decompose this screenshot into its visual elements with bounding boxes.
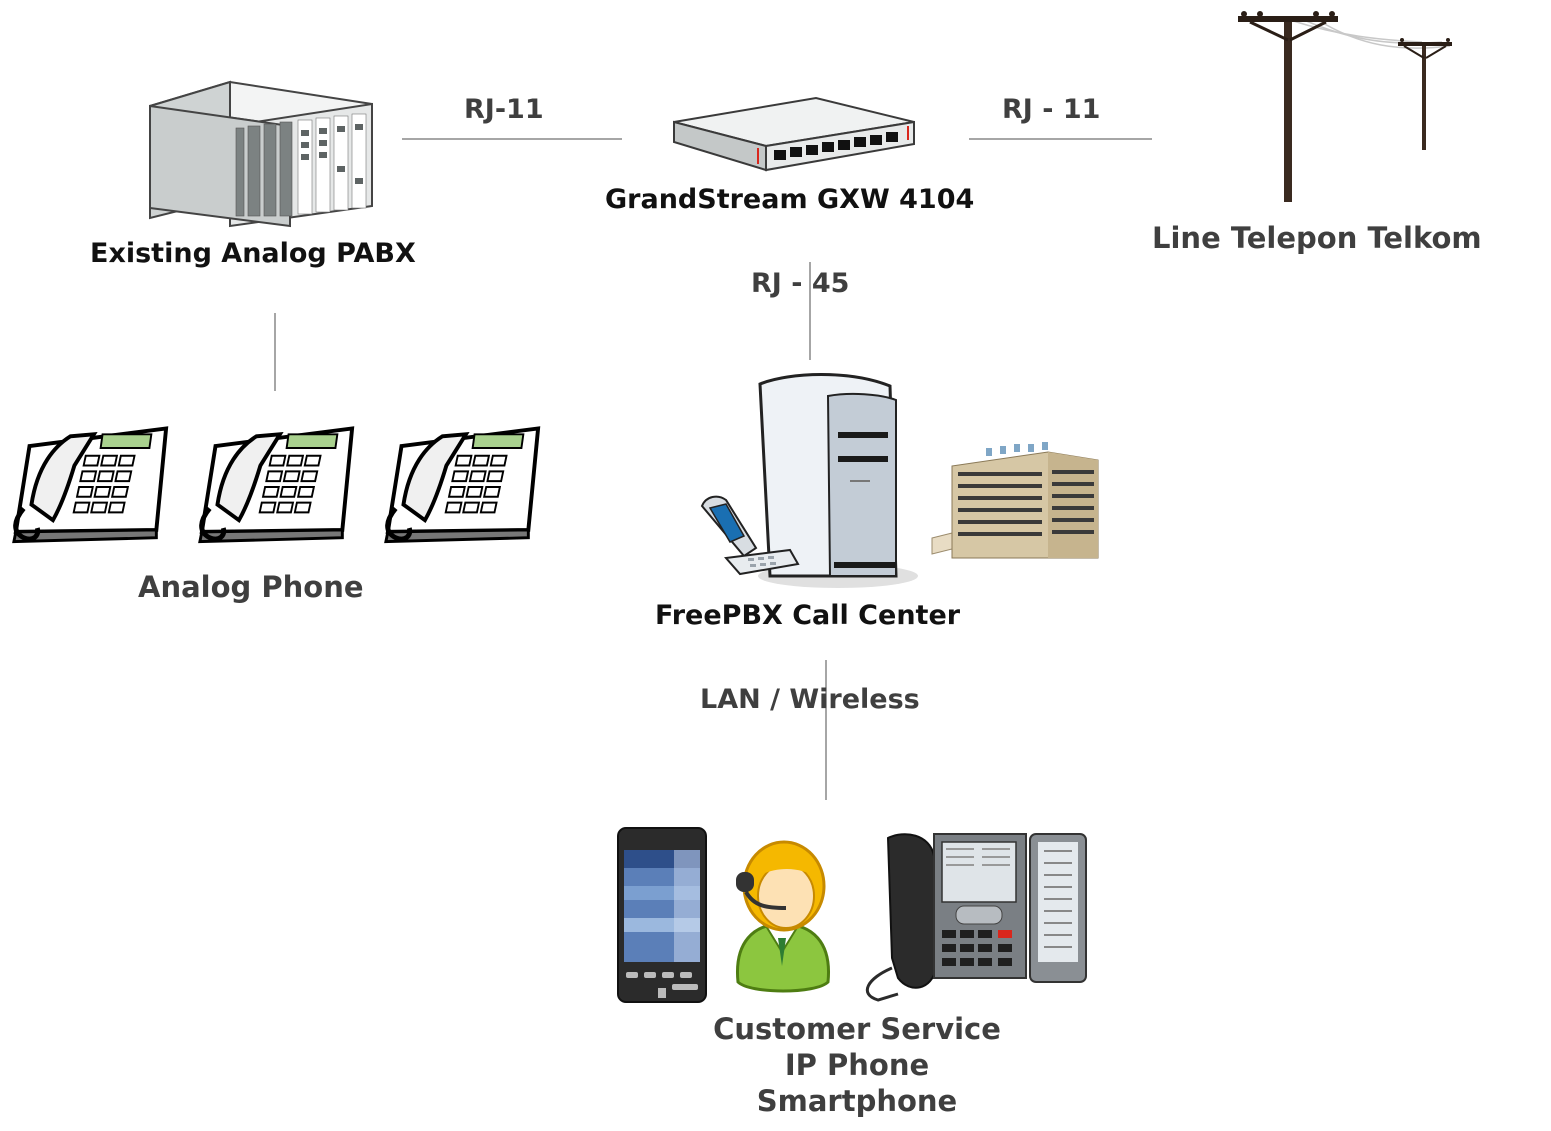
pabx-phones-line [274,313,276,391]
customer-service-label: Customer Service [713,1012,1001,1046]
analog-phone-label: Analog Phone [138,570,364,604]
gateway-label: GrandStream GXW 4104 [605,184,975,215]
freepbx-label: FreePBX Call Center [655,600,961,631]
pabx-gateway-connection-label: RJ-11 [464,94,544,125]
telephone-pole-icon [1238,11,1452,202]
pabx-rack-icon [149,80,373,228]
desk-phone-icon [10,424,170,550]
server-tower-icon [758,373,918,588]
ip-phone-icon [865,833,1087,1002]
headset-agent-icon [736,840,830,993]
desk-phone-icon [382,424,542,550]
gateway-freepbx-connection-label: RJ - 45 [751,268,850,299]
gateway-telkom-connection-label: RJ - 11 [1002,94,1101,125]
office-building-icon [931,442,1099,559]
gateway-freepbx-line [809,262,811,360]
smartphone-label: Smartphone [756,1084,958,1118]
flip-phone-icon [700,495,800,576]
smartphone-icon [617,827,707,1003]
desk-phone-icon [196,424,356,550]
freepbx-clients-connection-label: LAN / Wireless [700,684,920,715]
ip-phone-label: IP Phone [784,1048,930,1082]
pabx-label: Existing Analog PABX [90,238,416,269]
telkom-label: Line Telepon Telkom [1152,221,1482,255]
freepbx-clients-line [825,660,827,800]
gateway-telkom-line [969,138,1152,140]
network-switch-icon [673,96,915,172]
pabx-gateway-line [402,138,622,140]
